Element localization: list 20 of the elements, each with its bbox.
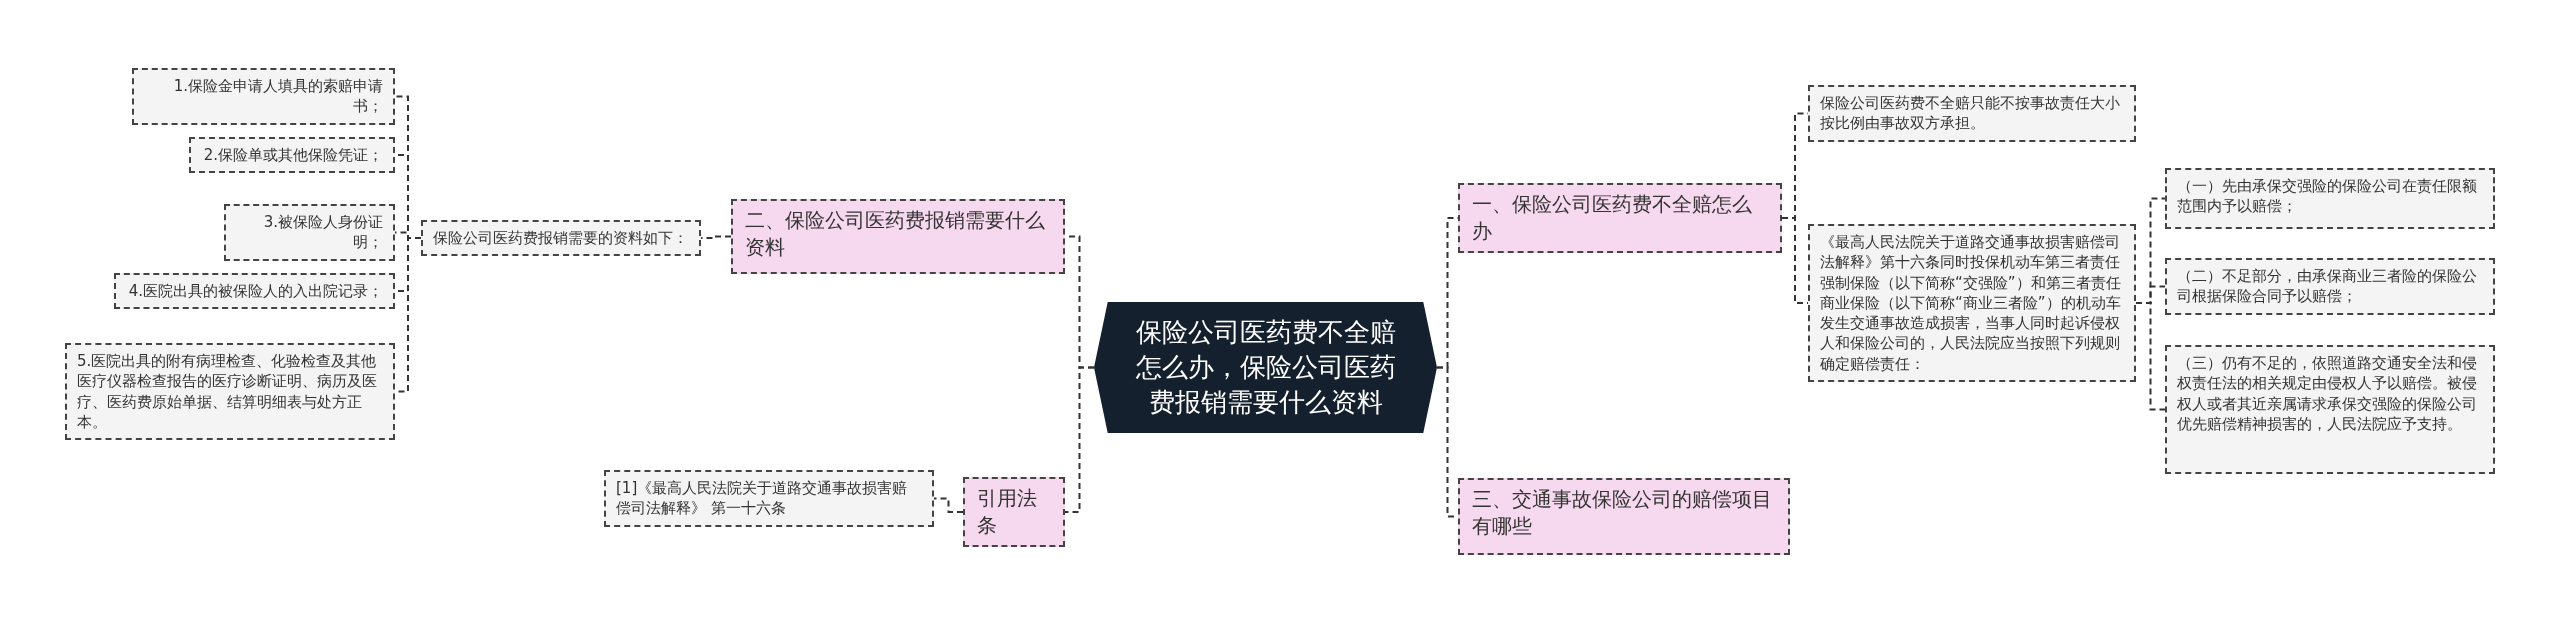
text-box: 2.保险单或其他保险凭证； (189, 137, 395, 174)
text-box: （一）先由承保交强险的保险公司在责任限额范围内予以赔偿； (2165, 168, 2495, 229)
text-box: 《最高人民法院关于道路交通事故损害赔偿司法解释》第十六条同时投保机动车第三者责任强制保险（以下简称“交强险”）和第三者责任商业保险（以下简称“商业三者险”）的机动车发生交通事故造成损害，当事人同时起诉侵权人和保险公司的，人民法院应当按照下列规则确定赔偿责任： (1808, 224, 2136, 382)
topic-box: 引用法条 (963, 477, 1065, 547)
topic-box: 一、保险公司医药费不全赔怎么办 (1458, 183, 1782, 253)
text-box: （二）不足部分，由承保商业三者险的保险公司根据保险合同予以赔偿； (2165, 258, 2495, 315)
connector (1064, 366, 1095, 513)
text-box: 保险公司医药费不全赔只能不按事故责任大小按比例由事故双方承担。 (1808, 85, 2136, 142)
topic-box: 三、交通事故保险公司的赔偿项目有哪些 (1458, 478, 1790, 555)
text-box: （三）仍有不足的，依照道路交通安全法和侵权责任法的相关规定由侵权人予以赔偿。被侵权人或者其近亲属请求承保交强险的保险公司优先赔偿精神损害的，人民法院应予支持。 (2165, 345, 2495, 474)
text-box: 4.医院出具的被保险人的入出院记录； (114, 273, 395, 310)
connector (2135, 302, 2166, 411)
text-box: 保险公司医药费报销需要的资料如下： (421, 220, 701, 257)
central-topic: 保险公司医药费不全赔怎么办，保险公司医药费报销需要什么资料 (1094, 302, 1437, 433)
topic-box: 二、保险公司医药费报销需要什么资料 (731, 199, 1065, 274)
text-box: 3.被保险人身份证明； (224, 204, 395, 261)
text-box: 5.医院出具的附有病理检查、化验检查及其他医疗仪器检查报告的医疗诊断证明、病历及医疗、医药费原始单据、结算明细表与处方正本。 (65, 343, 395, 440)
text-box: 1.保险金申请人填具的索赔申请书； (132, 68, 395, 125)
connector (933, 497, 964, 513)
text-box: [1]《最高人民法院关于道路交通事故损害赔偿司法解释》 第一十六条 (604, 470, 934, 527)
